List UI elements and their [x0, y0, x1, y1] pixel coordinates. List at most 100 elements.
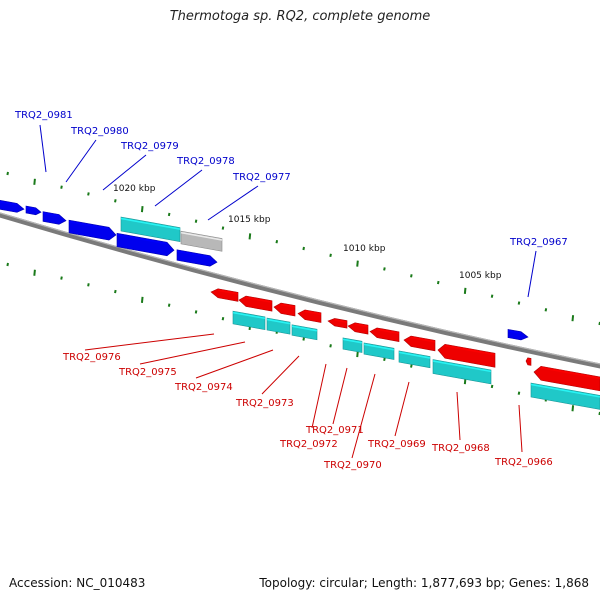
- rna-feature-block[interactable]: [232, 310, 266, 330]
- feature-highlight: [68, 220, 110, 230]
- rna-feature-block[interactable]: [432, 359, 492, 385]
- forward-label-leader: [39, 124, 47, 173]
- feature-highlight: [280, 303, 296, 308]
- reverse-label-leader: [84, 333, 215, 351]
- forward-gene-label[interactable]: TRQ2_0981: [14, 110, 73, 121]
- scale-tick: [490, 294, 494, 298]
- forward-gene-arrow[interactable]: [176, 249, 218, 267]
- scale-tick: [33, 269, 36, 276]
- scale-tick: [221, 316, 225, 321]
- genome-summary-text: Topology: circular; Length: 1,877,693 bp…: [259, 576, 589, 590]
- scale-tick: [410, 364, 413, 368]
- reverse-label-leader: [518, 404, 523, 453]
- forward-gene-label[interactable]: TRQ2_0978: [176, 156, 235, 167]
- forward-label-leader: [102, 154, 147, 191]
- reverse-gene-label[interactable]: TRQ2_0975: [118, 367, 177, 378]
- scale-tick: [410, 274, 413, 278]
- scale-tick: [383, 357, 386, 362]
- forward-label-leader: [207, 185, 259, 221]
- feature-layer[interactable]: [0, 199, 600, 410]
- reverse-label-leader: [456, 391, 461, 441]
- scale-tick: [302, 246, 305, 251]
- scale-label: 1020 kbp: [113, 184, 156, 194]
- reverse-gene-arrow[interactable]: [437, 343, 496, 368]
- forward-gene-label[interactable]: TRQ2_0979: [120, 141, 179, 152]
- scale-tick: [356, 260, 359, 267]
- feature-highlight: [410, 336, 436, 343]
- feature-highlight: [304, 310, 322, 316]
- reverse-gene-label[interactable]: TRQ2_0969: [367, 439, 426, 450]
- reverse-gene-label[interactable]: TRQ2_0971: [305, 425, 364, 436]
- feature-highlight: [42, 212, 60, 217]
- reverse-gene-arrow[interactable]: [533, 365, 600, 392]
- scale-label: 1010 kbp: [343, 244, 386, 254]
- scale-tick: [544, 308, 548, 312]
- forward-label-leader: [154, 169, 203, 207]
- feature-highlight: [334, 319, 348, 323]
- forward-gene-arrow[interactable]: [116, 232, 175, 257]
- scale-tick: [275, 239, 279, 244]
- scale-tick: [194, 310, 198, 314]
- reverse-gene-label[interactable]: TRQ2_0973: [235, 398, 294, 409]
- rna-feature-block[interactable]: [120, 216, 181, 242]
- reverse-gene-arrow[interactable]: [210, 288, 239, 302]
- feature-highlight: [432, 360, 492, 373]
- scale-tick: [60, 185, 63, 189]
- forward-gene-label[interactable]: TRQ2_0980: [70, 126, 129, 137]
- forward-gene-arrow[interactable]: [0, 199, 25, 213]
- feature-highlight: [398, 351, 431, 359]
- rna-feature-block[interactable]: [363, 342, 395, 360]
- feature-highlight: [266, 318, 291, 325]
- scale-tick: [114, 289, 117, 294]
- scale-tick: [329, 253, 332, 258]
- feature-highlight: [354, 323, 369, 328]
- scale-tick: [167, 212, 171, 217]
- reverse-label-leader: [139, 341, 246, 365]
- scale-tick: [517, 301, 521, 305]
- accession-text: Accession: NC_010483: [9, 576, 146, 590]
- reverse-label-leader: [394, 381, 410, 437]
- forward-gene-label[interactable]: TRQ2_0977: [232, 172, 291, 183]
- scale-tick: [33, 178, 36, 185]
- scale-tick: [383, 267, 386, 271]
- reverse-gene-label[interactable]: TRQ2_0976: [62, 352, 121, 363]
- feature-highlight: [530, 383, 600, 398]
- forward-gene-label[interactable]: TRQ2_0967: [509, 237, 568, 248]
- reverse-gene-label[interactable]: TRQ2_0974: [174, 382, 233, 393]
- rna-feature-block[interactable]: [398, 350, 431, 369]
- feature-highlight: [444, 345, 496, 356]
- feature-highlight: [217, 289, 239, 295]
- feature-highlight: [176, 250, 211, 258]
- scale-tick: [6, 262, 9, 267]
- feature-highlight: [342, 338, 363, 344]
- scale-tick: [436, 280, 440, 285]
- reverse-gene-arrow[interactable]: [238, 295, 273, 312]
- forward-label-leader: [65, 139, 97, 183]
- forward-gene-arrow[interactable]: [68, 219, 117, 241]
- feature-highlight: [25, 206, 36, 210]
- scale-tick: [87, 192, 90, 196]
- feature-highlight: [120, 217, 181, 230]
- backbone-layer: [0, 212, 600, 369]
- scale-tick: [140, 296, 144, 303]
- rna-feature-block[interactable]: [530, 382, 600, 410]
- reverse-gene-label[interactable]: TRQ2_0970: [323, 460, 382, 471]
- scale-tick: [248, 233, 252, 240]
- scale-label: 1005 kbp: [459, 271, 502, 281]
- reverse-gene-label[interactable]: TRQ2_0966: [494, 457, 553, 468]
- pseudogene-block[interactable]: [180, 230, 223, 252]
- reverse-gene-label[interactable]: TRQ2_0972: [279, 439, 338, 450]
- rna-feature-block[interactable]: [291, 324, 318, 341]
- feature-highlight: [116, 234, 168, 245]
- tick-layer: [6, 171, 600, 416]
- reverse-label-leader: [311, 363, 327, 429]
- reverse-gene-label[interactable]: TRQ2_0968: [431, 443, 490, 454]
- reverse-gene-arrow[interactable]: [403, 335, 436, 352]
- scale-tick: [571, 405, 575, 412]
- scale-tick: [87, 283, 90, 287]
- feature-highlight: [232, 311, 266, 320]
- reverse-gene-arrow[interactable]: [369, 327, 400, 342]
- scale-tick: [194, 219, 198, 223]
